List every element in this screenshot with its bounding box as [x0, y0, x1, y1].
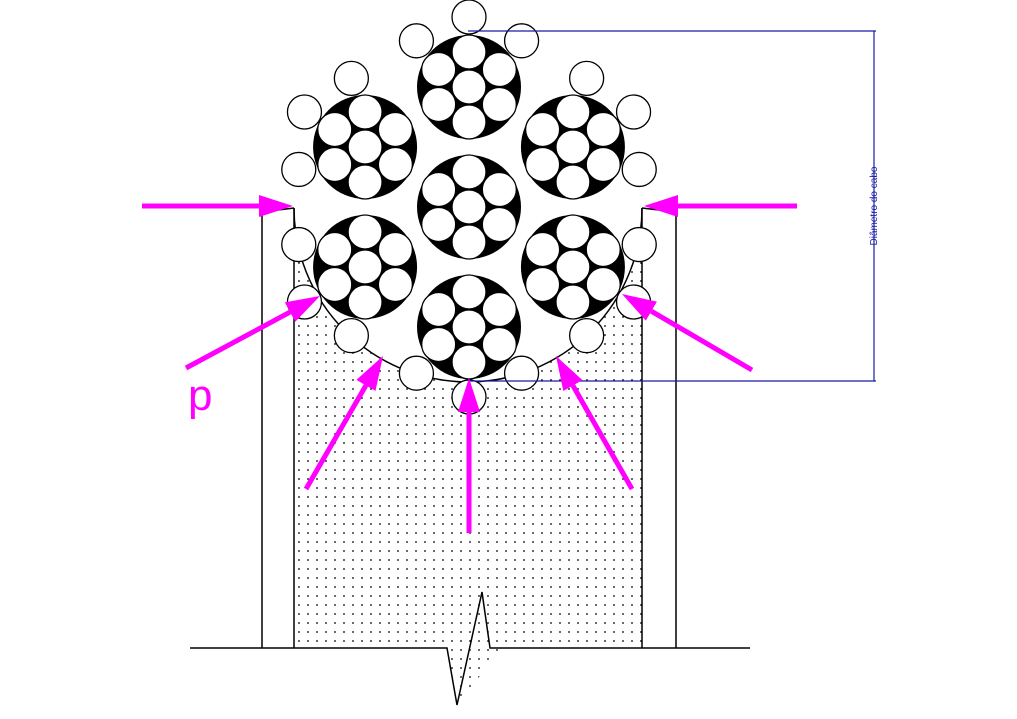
wire — [585, 266, 621, 303]
wire — [524, 111, 561, 148]
wire — [451, 0, 487, 35]
arrow-right-lower — [622, 294, 754, 373]
wire — [347, 94, 383, 130]
wire — [585, 111, 621, 148]
wire — [281, 226, 317, 263]
wire — [621, 151, 657, 188]
wire — [524, 231, 561, 268]
wire — [317, 146, 353, 183]
arrow-left-bottom — [303, 356, 383, 491]
wire — [555, 249, 591, 285]
wire — [503, 23, 540, 59]
wire — [347, 214, 383, 250]
wire — [524, 266, 561, 303]
pressure-arrows — [142, 195, 797, 533]
wire — [555, 214, 591, 250]
cable-diameter-dimension — [468, 30, 876, 382]
arrow-right-bottom — [556, 356, 635, 491]
wire — [451, 104, 487, 140]
wire — [585, 146, 621, 183]
base-line-break — [190, 591, 750, 706]
arrow-left-horizontal — [142, 195, 293, 217]
wire — [347, 284, 383, 320]
wire — [377, 111, 414, 148]
wire — [347, 129, 383, 165]
wire — [568, 60, 605, 97]
wire — [555, 94, 591, 130]
wire — [451, 189, 487, 225]
wire — [555, 164, 591, 200]
wire — [481, 291, 517, 328]
left-flange — [261, 207, 295, 648]
arrow-left-lower — [184, 296, 320, 371]
wire — [451, 274, 487, 310]
wire — [317, 111, 353, 148]
cable-diameter-label: Diâmetro do cabo — [869, 166, 880, 245]
wire — [421, 51, 457, 88]
wire — [451, 34, 487, 70]
wire — [451, 309, 487, 345]
wire — [398, 355, 435, 391]
wire — [568, 317, 605, 354]
wire — [481, 171, 517, 208]
wire — [451, 154, 487, 190]
wire — [555, 129, 591, 165]
right-flange — [641, 207, 677, 648]
arrow-bottom-center — [458, 378, 480, 533]
wire — [421, 326, 457, 363]
wire — [585, 231, 621, 268]
wire — [347, 164, 383, 200]
wire — [555, 284, 591, 320]
wire — [421, 86, 457, 123]
wire — [451, 344, 487, 380]
wire — [503, 355, 540, 391]
wire — [615, 94, 652, 130]
wire — [421, 171, 457, 208]
pressure-label: p — [188, 371, 212, 420]
wire — [317, 266, 353, 303]
wire — [347, 249, 383, 285]
wire — [333, 317, 370, 354]
wire — [377, 231, 414, 268]
wire — [481, 51, 517, 88]
wire — [481, 326, 517, 363]
wire — [281, 151, 317, 188]
wire — [333, 60, 370, 97]
wire — [377, 266, 414, 303]
wire — [286, 94, 323, 130]
wire — [481, 206, 517, 243]
wire — [377, 146, 414, 183]
wire — [481, 86, 517, 123]
wire — [524, 146, 561, 183]
wire — [317, 231, 353, 268]
arrow-right-horizontal — [644, 195, 797, 217]
wire — [421, 291, 457, 328]
wire — [421, 206, 457, 243]
wire — [451, 69, 487, 105]
wire — [621, 226, 657, 263]
wire — [398, 23, 435, 59]
wire — [451, 224, 487, 260]
